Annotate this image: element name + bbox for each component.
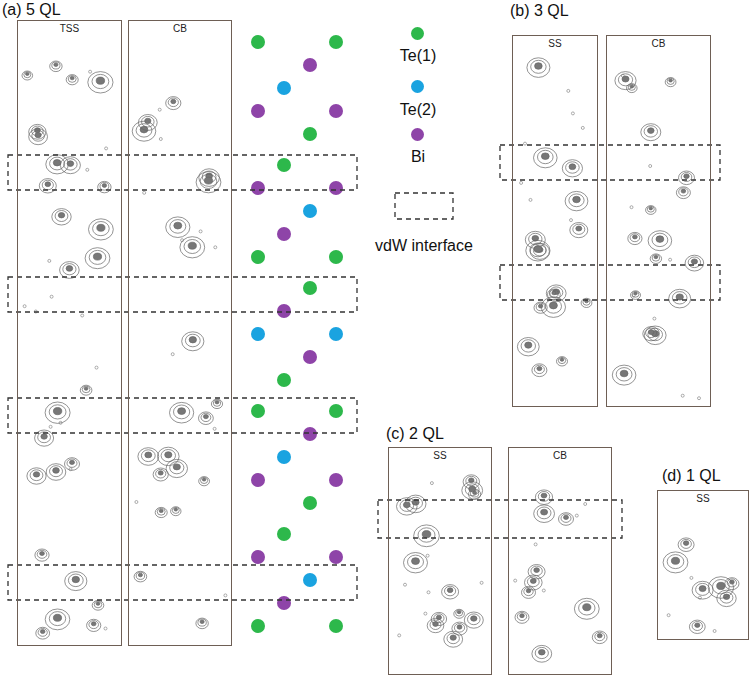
plot-title: CB [607, 36, 710, 50]
vdw-interface [8, 398, 357, 433]
vdw-interface [500, 145, 720, 180]
vdw-interface [378, 500, 622, 538]
atom-column [251, 35, 343, 633]
plot-box: SS [388, 447, 492, 675]
vdw-interface [8, 155, 357, 190]
panel-label: (b) 3 QL [510, 2, 569, 20]
legend-swatch [411, 27, 424, 40]
legend-sample [395, 193, 453, 219]
vdw-interface [500, 265, 720, 300]
legend-swatch [411, 128, 424, 141]
vdw-interface [8, 277, 357, 312]
plot-box: TSS [17, 20, 122, 646]
legend-text: Te(1) [378, 46, 458, 65]
plot-box: CB [606, 35, 711, 407]
legend-text: Bi [378, 147, 458, 166]
plot-title: TSS [18, 21, 121, 35]
plot-box: SS [512, 35, 598, 407]
legend-swatch [411, 80, 424, 93]
charge-contours [22, 58, 739, 662]
plot-box: CB [128, 20, 232, 646]
legend-text: Te(2) [378, 100, 458, 119]
plot-box: CB [508, 447, 612, 675]
vdw-interface [8, 565, 357, 600]
plot-title: SS [389, 448, 491, 462]
panel-label: (a) 5 QL [2, 1, 61, 19]
plot-title: CB [509, 448, 611, 462]
plot-title: SS [658, 491, 748, 505]
plot-box: SS [657, 490, 749, 640]
legend-text: vdW interface [372, 236, 476, 255]
plot-title: CB [129, 21, 231, 35]
panel-label: (c) 2 QL [386, 425, 444, 443]
plot-title: SS [513, 36, 597, 50]
vdw-interface-boxes [8, 145, 720, 600]
panel-label: (d) 1 QL [662, 467, 721, 485]
